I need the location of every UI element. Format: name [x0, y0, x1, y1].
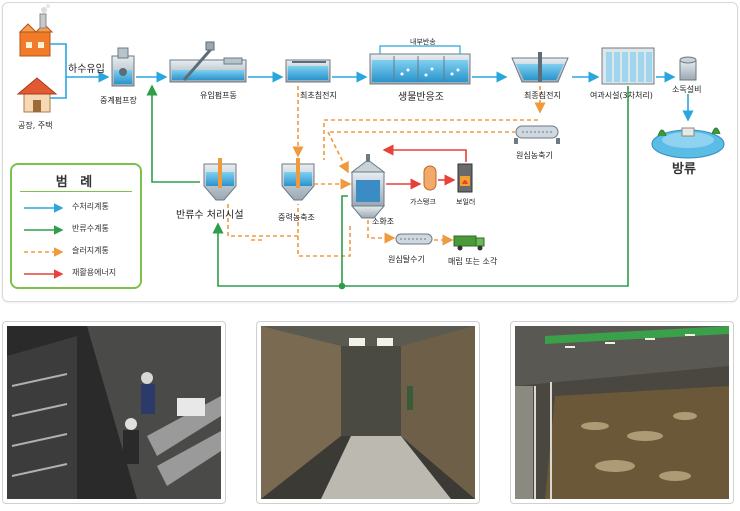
sludge-lines [227, 86, 546, 257]
landfill-label: 매립 또는 소각 [448, 257, 498, 266]
gas-tank-label: 가스탱크 [410, 198, 436, 206]
centrifuge-thickener-icon [514, 125, 560, 144]
disinfection-icon [679, 56, 697, 81]
legend-label-sludge: 슬러지계통 [72, 246, 109, 255]
centrifuge-thickener-label: 원심농축기 [516, 151, 553, 160]
photo-aeration-tank [510, 321, 734, 504]
house-icon [16, 77, 58, 113]
return-water-lines [146, 84, 629, 290]
final-settling-tank-icon [511, 52, 569, 83]
legend-divider [20, 191, 132, 192]
legend-energy-line-icon [24, 269, 64, 279]
legend: 범 례 수처리계통 반류수계통 슬러지계통 재활용에너지 [10, 163, 142, 289]
return-treatment-tank-icon [203, 158, 237, 201]
boiler-icon [457, 163, 473, 193]
legend-item-water: 수처리계통 [22, 201, 134, 215]
bio-reactor-label: 생물반응조 [398, 92, 444, 103]
legend-water-line-icon [24, 203, 64, 213]
discharge-lake-icon [651, 127, 725, 159]
discharge-label: 방류 [672, 162, 696, 177]
relay-pump-label: 중계펌프장 [100, 96, 137, 105]
photo-empty-channel [256, 321, 480, 504]
boiler-label: 보일러 [456, 198, 476, 206]
legend-return-line-icon [24, 225, 64, 235]
filtration-facility-icon [601, 47, 655, 85]
inflow-pump-station-icon [169, 41, 247, 83]
gas-tank-icon [423, 165, 437, 191]
centrifuge-dewater-icon [395, 233, 433, 245]
internal-return-label: 내부반송 [410, 38, 436, 46]
legend-label-energy: 재활용에너지 [72, 268, 117, 277]
primary-settling-label: 최초침전지 [300, 91, 337, 100]
factory-icon [18, 4, 54, 57]
primary-settling-tank-icon [285, 59, 331, 83]
centrifuge-dewater-label: 원심탈수기 [388, 255, 425, 264]
gravity-thickener-label: 중력농축조 [278, 213, 315, 222]
relay-pump-icon [111, 47, 135, 87]
process-flow-svg [16, 4, 725, 290]
legend-item-energy: 재활용에너지 [22, 267, 134, 281]
legend-label-water: 수처리계통 [72, 202, 109, 211]
disinfection-label: 소독설비 [672, 85, 702, 94]
legend-title: 범 례 [55, 175, 97, 190]
bio-reactor-icon [369, 45, 471, 85]
photo-aeration-diffusers [2, 321, 226, 504]
filtration-label: 여과시설(3차처리) [590, 91, 653, 100]
inflow-label: 하수유입 [68, 64, 105, 75]
legend-label-return: 반류수계통 [72, 224, 109, 233]
digester-label: 소화조 [372, 217, 395, 226]
final-settling-label: 최종침전지 [524, 91, 561, 100]
truck-icon [453, 235, 485, 251]
inflow-pump-label: 유입펌프동 [200, 91, 237, 100]
legend-item-return: 반류수계통 [22, 223, 134, 237]
energy-lines [382, 144, 467, 190]
gravity-thickener-icon [281, 158, 315, 201]
legend-sludge-line-icon [24, 247, 64, 257]
return-treatment-label: 반류수 처리시설 [176, 210, 244, 221]
legend-item-sludge: 슬러지계통 [22, 245, 134, 259]
factory-house-label: 공장, 주택 [18, 121, 53, 130]
digester-icon [350, 154, 386, 219]
